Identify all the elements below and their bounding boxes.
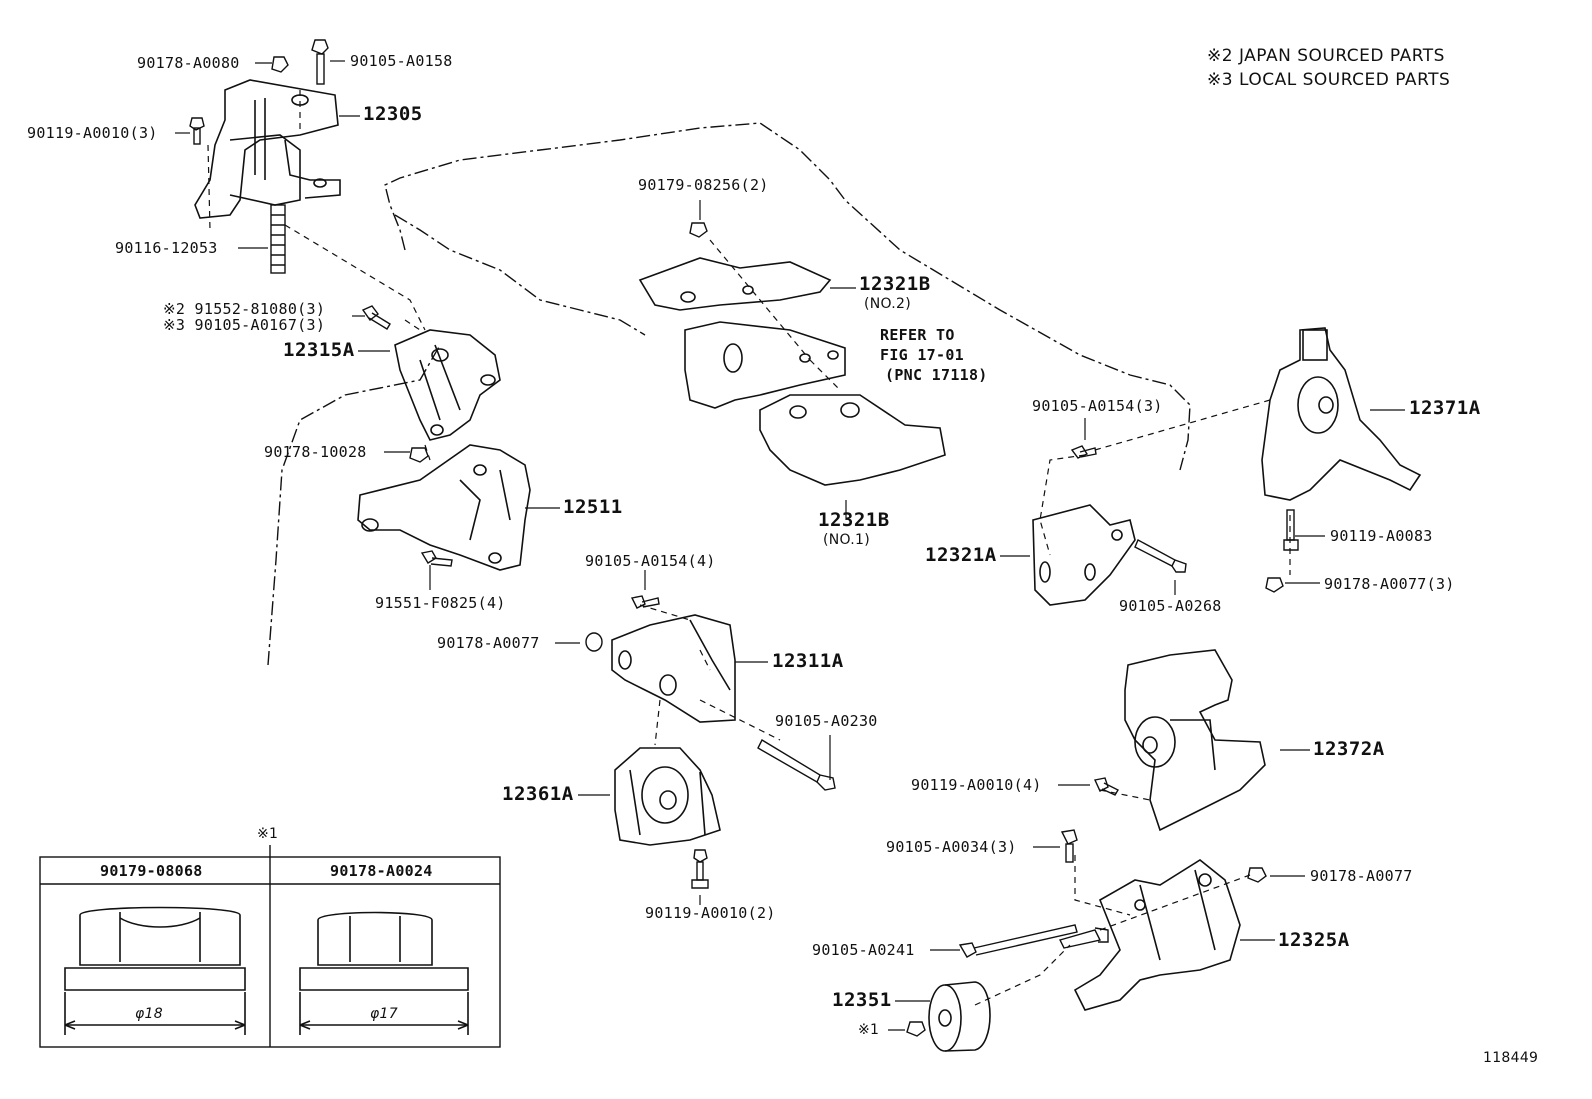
- bracket-12325A: [1073, 859, 1241, 1011]
- label-12511[interactable]: 12511: [563, 496, 623, 518]
- label-90119-A0083[interactable]: 90119-A0083: [1330, 527, 1433, 545]
- label-12325A[interactable]: 12325A: [1278, 929, 1350, 951]
- bracket-12311A: [611, 614, 736, 723]
- shield-refer: [684, 321, 846, 409]
- note-local-sourced: ※3 LOCAL SOURCED PARTS: [1207, 70, 1451, 90]
- label-ref1: ※1: [858, 1022, 880, 1038]
- refer-line3: (PNC 17118): [885, 366, 988, 384]
- label-90119-A0010-3[interactable]: 90119-A0010(3): [27, 124, 158, 142]
- nut-90179-08256: [689, 222, 708, 238]
- bracket-12321A: [1032, 504, 1136, 606]
- bolt-90119-A0010-2: [691, 849, 709, 889]
- label-12321B-no2[interactable]: 12321B: [859, 273, 931, 295]
- nut-90178-A0077-a: [585, 632, 603, 652]
- shield-12321B-no2: [638, 257, 832, 311]
- bracket-12315A: [394, 329, 501, 441]
- label-90105-A0154-3[interactable]: 90105-A0154(3): [1032, 397, 1163, 415]
- label-90178-A0077-3[interactable]: 90178-A0077(3): [1324, 575, 1455, 593]
- bolt-90105-A0241: [958, 924, 1078, 958]
- mount-12361A: [614, 747, 721, 846]
- label-12315A[interactable]: 12315A: [283, 339, 355, 361]
- label-12361A[interactable]: 12361A: [502, 783, 574, 805]
- nut-table-part-2: 90178-A0024: [330, 862, 433, 880]
- nut-90178-A0077-b: [1247, 867, 1267, 883]
- label-90119-A0010-2[interactable]: 90119-A0010(2): [645, 904, 776, 922]
- mount-12371A: [1261, 327, 1422, 501]
- nut-90178-A0077-3: [1265, 577, 1284, 593]
- label-90178-10028[interactable]: 90178-10028: [264, 443, 367, 461]
- nut-90178-10028: [409, 447, 429, 463]
- bolt-90105-A0034: [1060, 829, 1078, 863]
- bolt-90105-A0154-3: [1070, 445, 1097, 459]
- nut-table-marker: ※1: [257, 826, 279, 842]
- bolt-91552-81080: [361, 305, 391, 330]
- label-12321B-no1[interactable]: 12321B: [818, 509, 890, 531]
- label-12321B-no2-sub: (NO.2): [864, 296, 912, 312]
- label-90119-A0010-4[interactable]: 90119-A0010(4): [911, 776, 1042, 794]
- label-90105-A0034[interactable]: 90105-A0034(3): [886, 838, 1017, 856]
- bush-12351: [928, 981, 991, 1052]
- engine-outline-inner: [394, 214, 646, 336]
- label-90178-A0080[interactable]: 90178-A0080: [137, 54, 240, 72]
- bolt-90105-A0154-4: [630, 595, 660, 609]
- label-91551-F0825[interactable]: 91551-F0825(4): [375, 594, 506, 612]
- note-japan-sourced: ※2 JAPAN SOURCED PARTS: [1207, 46, 1445, 66]
- stud-90116-12053: [270, 204, 286, 274]
- nut-drawing-2: [299, 911, 469, 1035]
- nut-drawing-1: [64, 906, 246, 1035]
- refer-line1: REFER TO: [880, 326, 955, 344]
- nut-table-dim-1: φ18: [135, 1006, 163, 1022]
- label-90179-08256[interactable]: 90179-08256(2): [638, 176, 769, 194]
- figure-number: 118449: [1483, 1050, 1539, 1066]
- label-90178-A0077-b[interactable]: 90178-A0077: [1310, 867, 1413, 885]
- label-90105-A0230[interactable]: 90105-A0230: [775, 712, 878, 730]
- label-12311A[interactable]: 12311A: [772, 650, 844, 672]
- label-90178-A0077-a[interactable]: 90178-A0077: [437, 634, 540, 652]
- mount-12372A: [1124, 649, 1266, 832]
- bolt-90119-A0010-3: [189, 117, 205, 145]
- nut-table-part-1: 90179-08068: [100, 862, 203, 880]
- label-12321A[interactable]: 12321A: [925, 544, 997, 566]
- bolt-90119-A0083: [1283, 509, 1299, 551]
- bolt-91551-F0825: [420, 550, 453, 567]
- nut-ref1: [906, 1021, 926, 1037]
- label-90105-A0268[interactable]: 90105-A0268: [1119, 597, 1222, 615]
- engine-outline: [267, 122, 1191, 666]
- label-90105-A0154-4[interactable]: 90105-A0154(4): [585, 552, 716, 570]
- label-12371A[interactable]: 12371A: [1409, 397, 1481, 419]
- label-90105-A0241[interactable]: 90105-A0241: [812, 941, 915, 959]
- bolt-90119-A0010-4: [1093, 777, 1119, 796]
- label-91552-81080[interactable]: ※2 91552-81080(3): [163, 300, 326, 318]
- bolt-90105-A0158: [311, 39, 329, 85]
- label-12321B-no1-sub: (NO.1): [823, 532, 871, 548]
- nut-table: [39, 845, 501, 1048]
- mount-12305: [194, 79, 341, 219]
- label-90105-A0158[interactable]: 90105-A0158: [350, 52, 453, 70]
- label-12305[interactable]: 12305: [363, 103, 423, 125]
- nut-90178-A0080: [271, 56, 289, 73]
- label-90105-A0167[interactable]: ※3 90105-A0167(3): [163, 316, 326, 334]
- bolt-90105-A0230: [757, 739, 836, 791]
- label-90116-12053[interactable]: 90116-12053: [115, 239, 218, 257]
- label-12351[interactable]: 12351: [832, 989, 892, 1011]
- refer-line2: FIG 17-01: [880, 346, 964, 364]
- bolt-inner: [1058, 927, 1109, 949]
- bolt-90105-A0268: [1134, 539, 1187, 573]
- shield-12321B-no1: [759, 394, 946, 486]
- label-12372A[interactable]: 12372A: [1313, 738, 1385, 760]
- bracket-12511: [357, 444, 531, 571]
- nut-table-dim-2: φ17: [370, 1006, 398, 1022]
